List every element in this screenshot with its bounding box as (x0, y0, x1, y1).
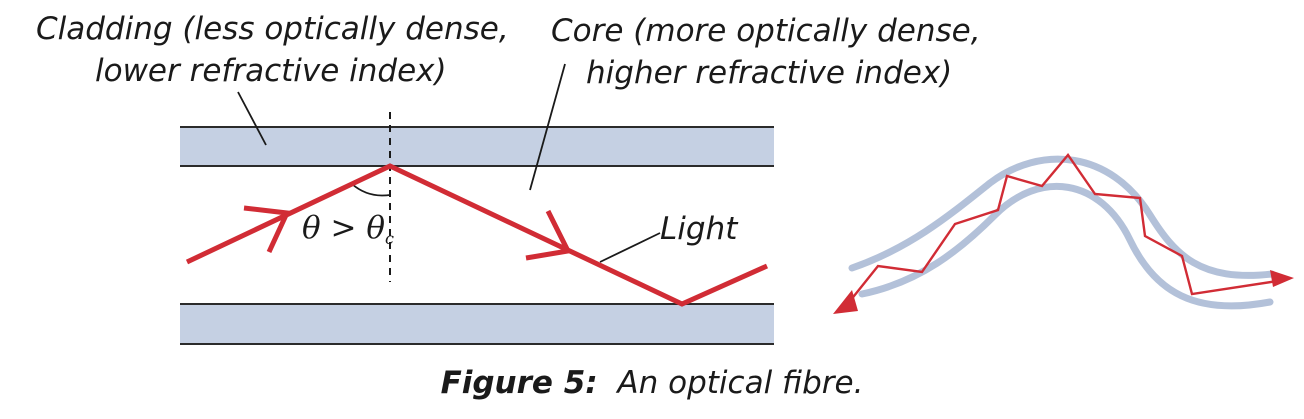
bent-fibre-lower-wall (858, 182, 1274, 310)
bent-fibre-start-arrow-icon (833, 290, 858, 314)
angle-arc (351, 183, 391, 197)
ray-arrowhead-incoming (243, 205, 291, 254)
cladding-top (180, 127, 774, 166)
core-leader (529, 63, 566, 191)
core-label-line1: Core (more optically dense, (551, 13, 981, 49)
greater-than-symbol: > (320, 210, 367, 246)
light-leader (599, 232, 661, 263)
figure-number: Figure 5: (440, 365, 598, 401)
cladding-label-line2: lower refractive index) (95, 53, 447, 89)
angle-condition-label: θ > θc (302, 210, 394, 257)
critical-subscript: c (385, 229, 394, 248)
figure-caption: Figure 5: An optical fibre. (0, 363, 1304, 403)
cladding-label-line1: Cladding (less optically dense, (36, 11, 509, 47)
theta-critical-symbol: θ (366, 210, 386, 246)
bent-fibre (833, 153, 1294, 314)
cladding-bottom (180, 304, 774, 344)
core-label-line2: higher refractive index) (586, 55, 953, 91)
bent-fibre-light-ray (845, 153, 1285, 307)
ray-arrowhead-reflected (525, 209, 572, 261)
bent-fibre-upper-wall (848, 155, 1276, 279)
straight-fibre (180, 63, 774, 345)
figure-caption-text: An optical fibre. (617, 365, 864, 401)
cladding-leader (237, 91, 267, 146)
light-label: Light (660, 211, 738, 247)
bent-fibre-end-arrow-icon (1270, 270, 1294, 287)
theta-symbol: θ (302, 210, 321, 246)
